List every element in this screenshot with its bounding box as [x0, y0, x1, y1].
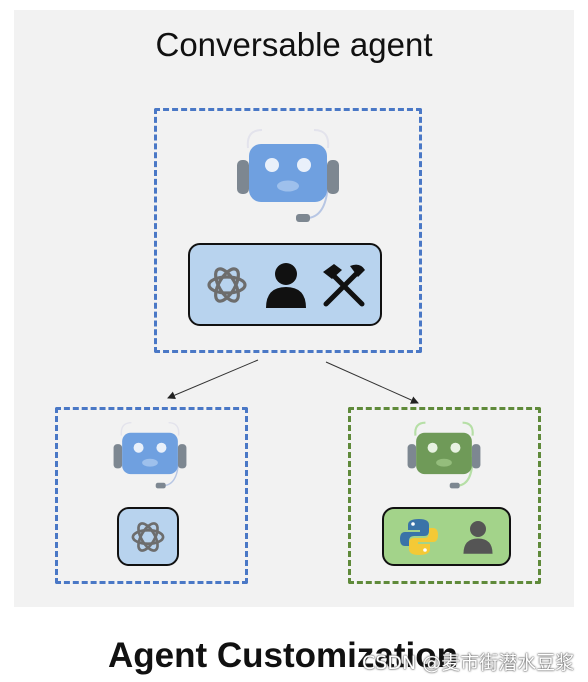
capabilities-box-left: [117, 507, 179, 566]
openai-logo-icon: [127, 516, 169, 558]
assistant-agent-box: [55, 407, 248, 584]
figure-caption: Agent Customization: [108, 636, 458, 675]
user-proxy-agent-box: [348, 407, 541, 584]
tools-icon: [320, 262, 368, 308]
capabilities-box-right: [382, 507, 511, 566]
human-icon: [264, 262, 308, 308]
conversable-agent-box: [154, 108, 422, 353]
openai-logo-icon: [202, 260, 252, 310]
robot-headset-green-icon: [404, 420, 484, 494]
human-icon: [462, 520, 494, 554]
python-logo-icon: [399, 517, 439, 557]
robot-headset-icon: [110, 420, 190, 494]
capabilities-box-top: [188, 243, 382, 326]
diagram-title: Conversable agent: [155, 26, 433, 63]
robot-headset-icon: [232, 128, 344, 228]
watermark: CSDN @麦市街潜水豆浆: [362, 652, 575, 674]
